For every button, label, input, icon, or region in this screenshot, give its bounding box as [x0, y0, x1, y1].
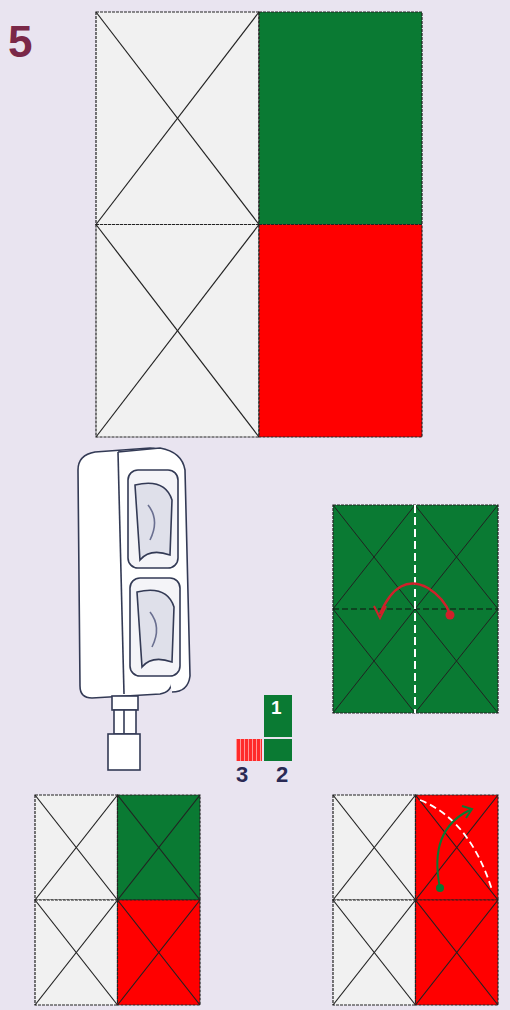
cell-cross	[96, 225, 259, 438]
callout-number: 2	[276, 764, 288, 786]
figure-number: 5	[8, 20, 32, 64]
aspect-cell	[35, 900, 118, 1005]
aspect-cell	[259, 12, 422, 225]
cell-cross	[35, 900, 118, 1005]
aspect-cell	[96, 225, 259, 438]
aspect-grid	[35, 795, 200, 1005]
cell-cross	[118, 795, 201, 900]
signal-head	[78, 448, 190, 770]
cell-cross	[416, 795, 499, 900]
cell-cross	[416, 795, 499, 900]
callout-number: 3	[236, 764, 248, 786]
aspect-detail	[333, 505, 498, 713]
aspect-cell	[118, 795, 201, 900]
aspect-cell	[96, 12, 259, 225]
cell-cross	[416, 900, 499, 1005]
cell-cross	[333, 900, 416, 1005]
cell-cross	[118, 900, 201, 1005]
cell-cross	[96, 225, 259, 438]
cell-cross	[333, 795, 416, 900]
aspect-grid	[333, 795, 498, 1005]
cell-cross	[333, 795, 416, 900]
aspect-cell	[333, 795, 416, 900]
aspect-grids	[35, 12, 498, 1005]
aspect-cell	[35, 795, 118, 900]
cell-cross	[96, 12, 259, 225]
aspect-cell	[333, 900, 416, 1005]
aspect-cell	[118, 900, 201, 1005]
aspect-change-marks	[420, 800, 492, 892]
aspect-cell	[416, 795, 499, 900]
aspect-icon	[236, 695, 292, 761]
cell-cross	[35, 795, 118, 900]
cell-cross	[118, 900, 201, 1005]
cell-cross	[333, 900, 416, 1005]
cell-cross	[118, 795, 201, 900]
aspect-cell	[259, 225, 422, 438]
aspect-cell	[416, 900, 499, 1005]
cell-cross	[96, 12, 259, 225]
cell-cross	[35, 900, 118, 1005]
cell-cross	[35, 795, 118, 900]
callout-number: 1	[271, 698, 282, 717]
aspect-grid	[96, 12, 422, 437]
cell-cross	[416, 900, 499, 1005]
